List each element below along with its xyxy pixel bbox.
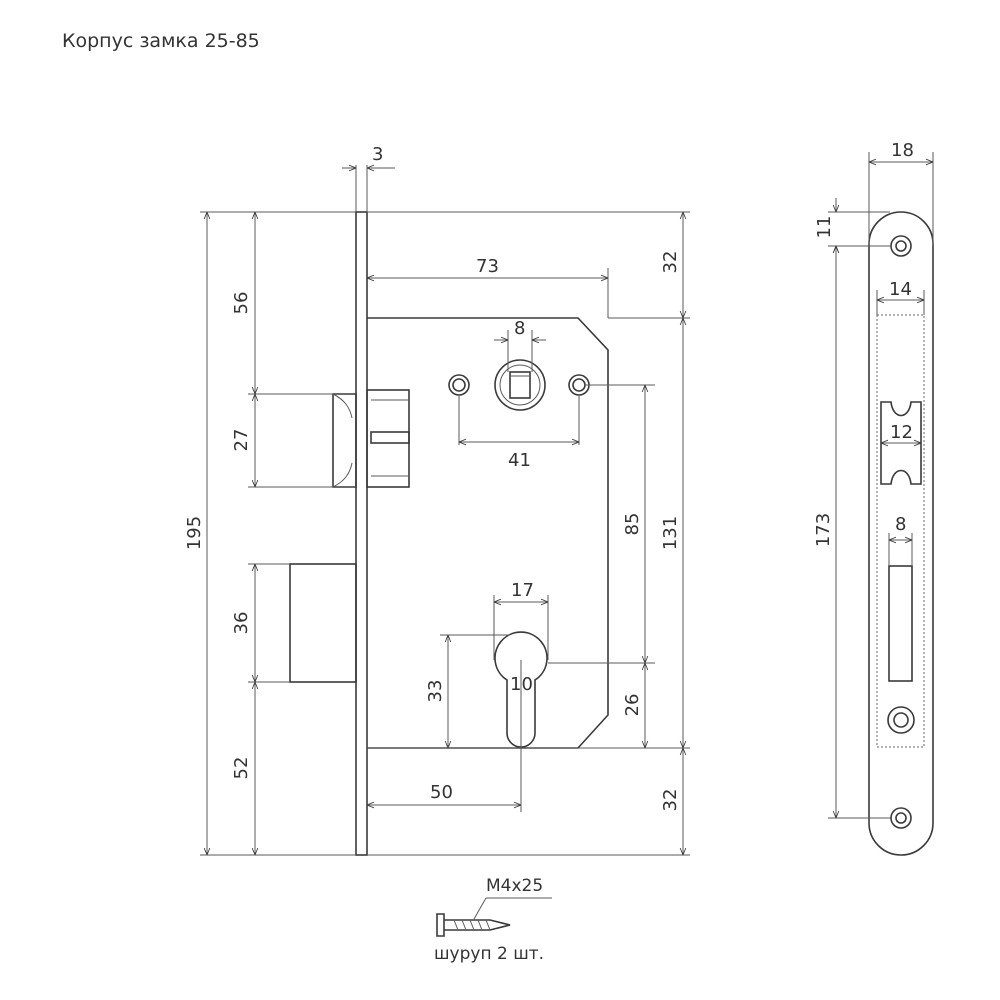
spindle-hub bbox=[494, 359, 546, 411]
dim-cylinder-height: 33 bbox=[425, 680, 446, 703]
faceplate-outline bbox=[868, 211, 934, 856]
dim-backset-top: 73 bbox=[476, 256, 499, 277]
faceplate-screw-holes bbox=[887, 235, 915, 829]
side-extension-lines bbox=[828, 152, 934, 819]
dim-mount-holes-spacing: 41 bbox=[508, 450, 531, 471]
dim-center-distance: 85 bbox=[622, 513, 643, 536]
dim-latch-height: 27 bbox=[231, 429, 252, 452]
side-dimension-lines bbox=[836, 162, 933, 818]
screw-quantity-note: шуруп 2 шт. bbox=[434, 944, 544, 964]
side-dimension-labels: 18 11 14 12 8 173 bbox=[813, 140, 914, 547]
latch-bolt bbox=[332, 389, 410, 488]
screw-callout: M4x25 шуруп 2 шт. bbox=[434, 876, 552, 964]
extension-lines bbox=[200, 165, 690, 856]
dim-height-total: 195 bbox=[184, 516, 205, 550]
dim-cylinder-pin: 10 bbox=[510, 674, 533, 695]
dim-bolt-window: 8 bbox=[895, 514, 906, 535]
dim-bottom-to-deadbolt: 52 bbox=[231, 757, 252, 780]
dim-cylinder-width: 17 bbox=[511, 580, 534, 601]
drawing-title: Корпус замка 25-85 bbox=[62, 30, 260, 52]
body-cutout-outline bbox=[876, 314, 925, 748]
dim-cutout-width: 14 bbox=[889, 279, 912, 300]
leader-line bbox=[473, 897, 487, 920]
bolt-window bbox=[888, 565, 913, 682]
dim-faceplate-thickness: 3 bbox=[372, 144, 383, 165]
dim-latch-window: 12 bbox=[890, 422, 913, 443]
screw-icon bbox=[436, 913, 511, 937]
screw-size-label: M4x25 bbox=[486, 876, 543, 896]
dim-cylinder-to-bottom: 26 bbox=[622, 694, 643, 717]
front-dimension-labels: 3 73 8 41 17 10 50 195 56 27 36 52 33 32… bbox=[184, 144, 681, 811]
mount-holes bbox=[448, 374, 590, 396]
dim-hole-offset: 11 bbox=[814, 216, 835, 239]
latch-window bbox=[880, 401, 922, 485]
dim-bottom-margin: 32 bbox=[660, 789, 681, 812]
cylinder-hole bbox=[494, 631, 548, 748]
dim-top-margin: 32 bbox=[660, 251, 681, 274]
lock-body bbox=[367, 317, 609, 749]
side-view: 18 11 14 12 8 173 bbox=[813, 140, 934, 856]
dim-deadbolt-height: 36 bbox=[231, 612, 252, 635]
dim-body-height: 131 bbox=[660, 516, 681, 550]
deadbolt bbox=[289, 563, 357, 683]
dim-faceplate-width: 18 bbox=[891, 140, 914, 161]
dim-backset-bottom: 50 bbox=[430, 782, 453, 803]
dim-spindle-square: 8 bbox=[514, 318, 525, 339]
dim-screw-spacing: 173 bbox=[813, 513, 834, 547]
dim-top-to-latch: 56 bbox=[231, 292, 252, 315]
faceplate bbox=[355, 211, 368, 856]
front-view: 3 73 8 41 17 10 50 195 56 27 36 52 33 32… bbox=[184, 144, 690, 856]
dimension-lines bbox=[207, 168, 683, 855]
